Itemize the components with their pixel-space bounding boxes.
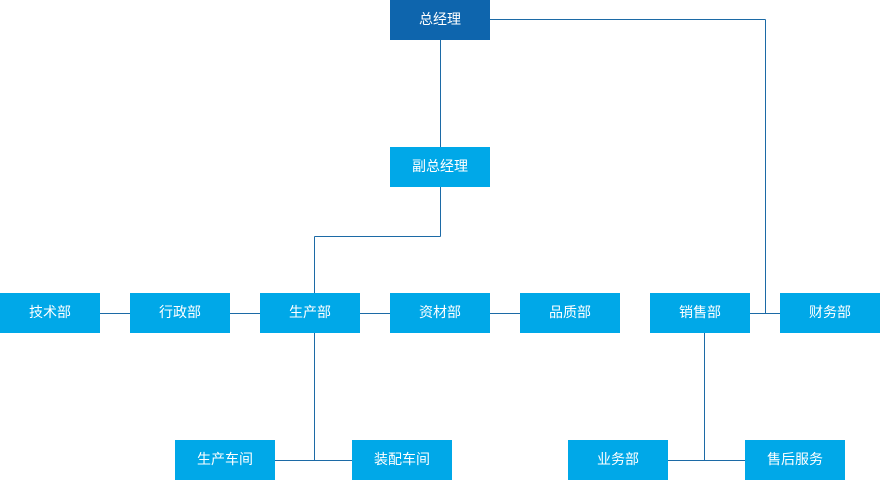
node-materials-dept: 资材部: [390, 293, 490, 333]
node-after-sales: 售后服务: [745, 440, 845, 480]
node-business-dept: 业务部: [568, 440, 668, 480]
node-admin-dept: 行政部: [130, 293, 230, 333]
node-production-dept: 生产部: [260, 293, 360, 333]
node-sales-dept: 销售部: [650, 293, 750, 333]
node-assembly-workshop: 装配车间: [352, 440, 452, 480]
node-general-manager: 总经理: [390, 0, 490, 40]
node-deputy-manager: 副总经理: [390, 147, 490, 187]
node-quality-dept: 品质部: [520, 293, 620, 333]
node-tech-dept: 技术部: [0, 293, 100, 333]
node-production-workshop: 生产车间: [175, 440, 275, 480]
node-finance-dept: 财务部: [780, 293, 880, 333]
